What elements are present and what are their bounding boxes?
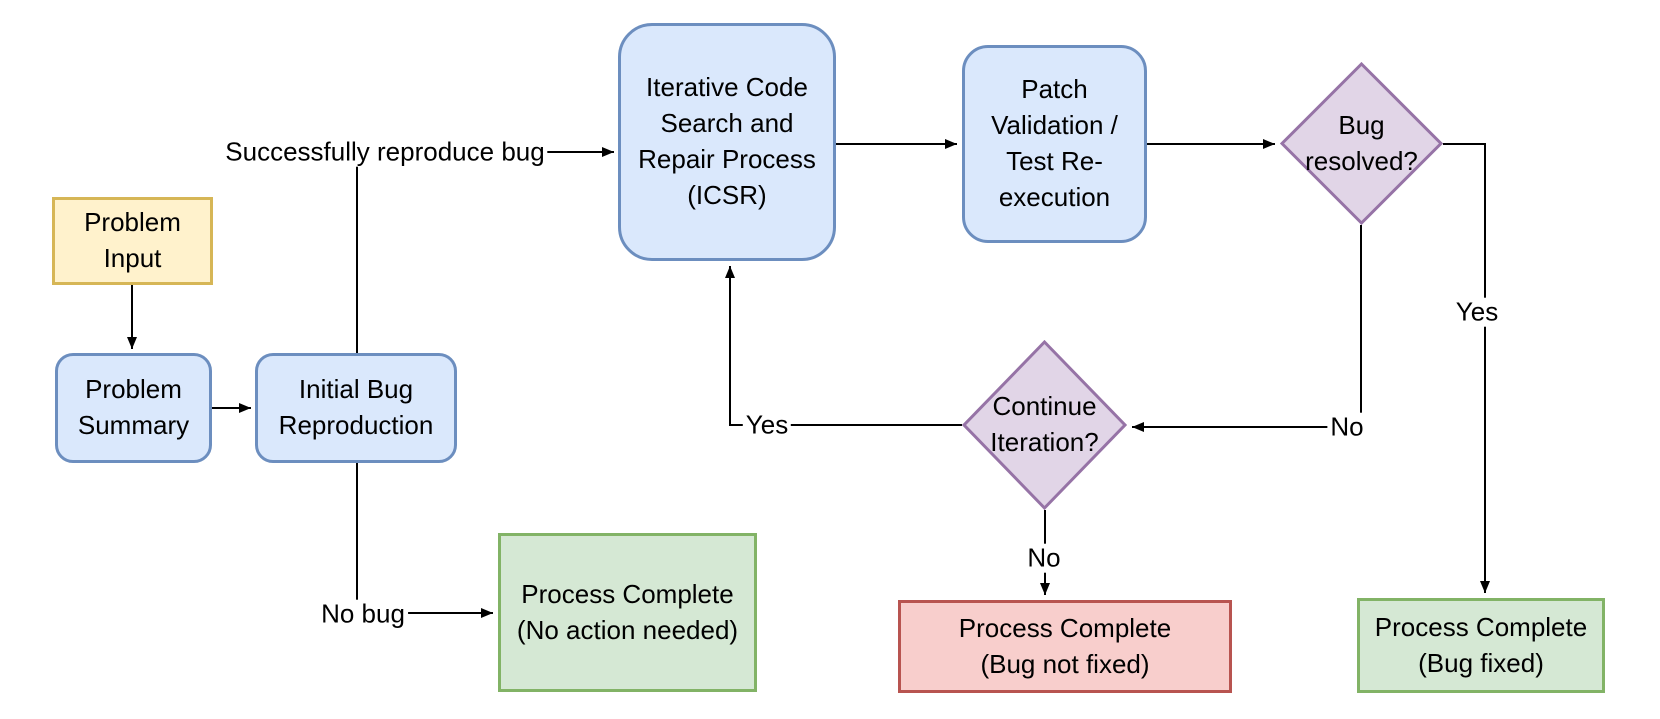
diamond-shape bbox=[962, 340, 1127, 510]
edge-initial-bug-to-icsr bbox=[356, 147, 614, 353]
edge-label-yes-to-icsr: Yes bbox=[742, 411, 792, 440]
node-initial-bug-reproduction-label: Initial Bug Reproduction bbox=[278, 374, 434, 440]
edge-continue-iteration-to-icsr bbox=[725, 266, 962, 426]
node-problem-summary-label: Problem Summary bbox=[77, 374, 190, 440]
node-bug-resolved-label: Bug resolved? bbox=[1305, 109, 1418, 176]
edge-label-no-bug: No bug bbox=[318, 600, 408, 629]
edge-label-no-to-continue-iteration: No bbox=[1327, 413, 1367, 442]
edge-label-no-to-bug-not-fixed: No bbox=[1024, 544, 1064, 573]
node-complete-no-action: Process Complete (No action needed) bbox=[498, 533, 757, 692]
node-problem-input: Problem Input bbox=[52, 197, 213, 285]
node-complete-bug-fixed-label: Process Complete (Bug fixed) bbox=[1374, 611, 1588, 678]
node-continue-iteration-label: Continue Iteration? bbox=[990, 391, 1099, 457]
node-initial-bug-reproduction: Initial Bug Reproduction bbox=[255, 353, 457, 463]
node-patch-validation-label: Patch Validation / Test Re- execution bbox=[991, 74, 1118, 212]
node-continue-iteration: Continue Iteration? bbox=[962, 340, 1127, 510]
edge-bug-resolved-to-bug-fixed bbox=[1443, 143, 1490, 593]
node-icsr: Iterative Code Search and Repair Process… bbox=[618, 23, 836, 261]
edge-initial-bug-to-no-action bbox=[356, 463, 493, 618]
node-bug-resolved: Bug resolved? bbox=[1280, 62, 1443, 225]
edge-label-yes-to-bug-fixed: Yes bbox=[1452, 298, 1502, 327]
edge-label-successfully-reproduce-bug: Successfully reproduce bug bbox=[222, 138, 548, 167]
node-patch-validation: Patch Validation / Test Re- execution bbox=[962, 45, 1147, 243]
node-complete-bug-not-fixed: Process Complete (Bug not fixed) bbox=[898, 600, 1232, 693]
node-icsr-label: Iterative Code Search and Repair Process… bbox=[638, 72, 816, 210]
diamond-shape bbox=[1280, 62, 1443, 225]
node-complete-no-action-label: Process Complete (No action needed) bbox=[516, 578, 739, 645]
node-problem-input-label: Problem Input bbox=[84, 207, 181, 273]
node-complete-bug-fixed: Process Complete (Bug fixed) bbox=[1357, 598, 1605, 693]
edge-bug-resolved-to-continue-iteration bbox=[1132, 225, 1362, 432]
node-problem-summary: Problem Summary bbox=[55, 353, 212, 463]
node-complete-bug-not-fixed-label: Process Complete (Bug not fixed) bbox=[958, 612, 1172, 679]
